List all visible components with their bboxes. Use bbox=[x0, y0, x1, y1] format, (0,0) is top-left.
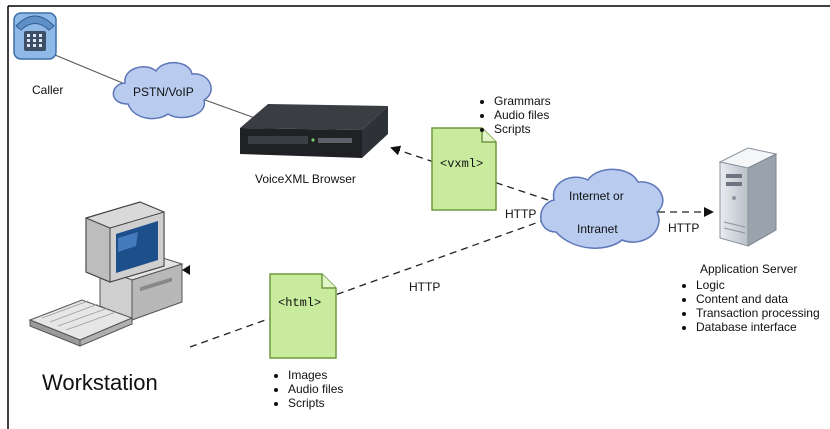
voicexml-browser-icon bbox=[240, 104, 388, 158]
telephone-icon bbox=[13, 12, 57, 60]
internet-label-line1: Internet or bbox=[569, 189, 624, 203]
voicexml-browser-label: VoiceXML Browser bbox=[255, 172, 356, 186]
html-resource-item: Audio files bbox=[288, 382, 343, 396]
caller-pstn-line bbox=[54, 54, 126, 85]
app-server-function-item: Logic bbox=[696, 278, 820, 292]
http-server-label: HTTP bbox=[668, 221, 700, 235]
caller-label: Caller bbox=[32, 83, 64, 97]
app-server-function-item: Database interface bbox=[696, 320, 820, 334]
http-vxml-label: HTTP bbox=[505, 207, 537, 221]
html-resource-item: Scripts bbox=[288, 396, 343, 410]
pstn-cloud-icon bbox=[112, 62, 212, 120]
html-tag-label: <html> bbox=[278, 296, 322, 310]
workstation-label: Workstation bbox=[42, 370, 158, 395]
vxml-tag-label: <vxml> bbox=[440, 157, 484, 171]
pstn-label: PSTN/VoIP bbox=[133, 85, 194, 99]
app-server-functions-list: Logic Content and data Transaction proce… bbox=[680, 278, 820, 334]
internet-cloud-icon bbox=[540, 168, 664, 249]
workstation-icon bbox=[28, 201, 190, 347]
workstation-internet-dashed bbox=[189, 217, 551, 348]
app-server-function-item: Transaction processing bbox=[696, 306, 820, 320]
pstn-browser-line bbox=[204, 99, 256, 119]
vxml-resource-item: Grammars bbox=[494, 94, 551, 108]
html-resource-item: Images bbox=[288, 368, 343, 382]
app-server-label: Application Server bbox=[700, 262, 798, 276]
http-html-label: HTTP bbox=[409, 280, 441, 294]
internet-to-browser-dashed bbox=[390, 145, 549, 201]
html-document-icon bbox=[269, 273, 337, 359]
frame-border bbox=[7, 5, 830, 429]
html-resources-list: Images Audio files Scripts bbox=[272, 368, 343, 410]
vxml-resource-item: Audio files bbox=[494, 108, 551, 122]
vxml-resource-item: Scripts bbox=[494, 122, 551, 136]
vxml-resources-list: Grammars Audio files Scripts bbox=[478, 94, 551, 136]
app-server-function-item: Content and data bbox=[696, 292, 820, 306]
vxml-document-icon bbox=[431, 127, 497, 211]
application-server-icon bbox=[718, 147, 778, 247]
internet-label-line2: Intranet bbox=[577, 222, 618, 236]
